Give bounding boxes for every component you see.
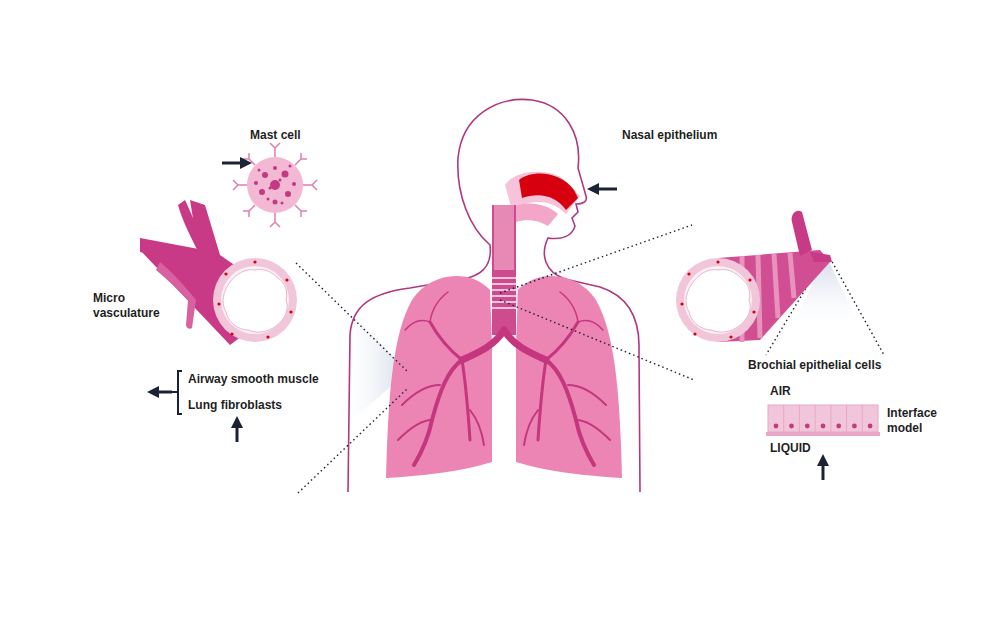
cell-label: Mast cell — [250, 128, 301, 143]
right-lung — [516, 276, 622, 478]
arrow — [153, 163, 823, 480]
airway-tube-left — [140, 200, 297, 345]
trachea-rings — [492, 278, 516, 308]
trachea — [492, 205, 516, 335]
tissue-label: Micro vasculature — [93, 291, 171, 321]
cell-label: Lung fibroblasts — [188, 398, 282, 413]
model-label: Interface model — [887, 406, 957, 436]
phase-label: AIR — [770, 384, 791, 399]
tissue-label: Nasal epithelium — [622, 128, 717, 143]
zoom-line — [296, 225, 884, 493]
cell-label: Brochial epithelial cells — [748, 358, 881, 373]
pharynx — [494, 205, 514, 270]
phase-label: LIQUID — [770, 441, 811, 456]
mast-cell — [233, 143, 317, 227]
left-lung — [386, 276, 492, 478]
cell-label: Airway smooth muscle — [188, 372, 319, 387]
airway-tube-right — [676, 211, 832, 342]
bracket — [172, 371, 182, 414]
bronchial-tree — [398, 292, 610, 465]
epithelial-cell-layer — [766, 405, 880, 436]
body-outline — [348, 99, 640, 492]
